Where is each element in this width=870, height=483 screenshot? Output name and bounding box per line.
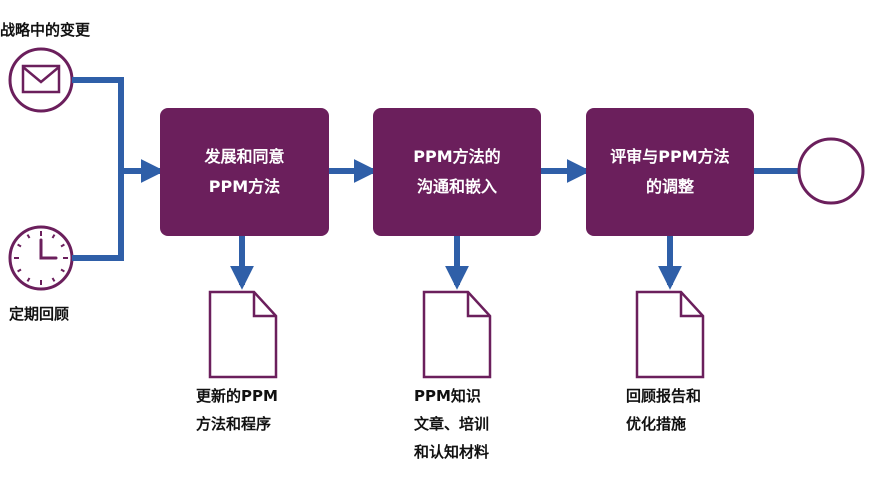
step-2-line-1: PPM方法的: [413, 147, 501, 166]
output-2-line-2: 文章、培训: [414, 415, 490, 433]
end-circle-icon: [797, 137, 865, 205]
document-icon: [208, 290, 278, 379]
step-3-line-1: 评审与PPM方法: [610, 147, 730, 166]
output-3-line-1: 回顾报告和: [626, 387, 702, 405]
step-box-communicate-embed: PPM方法的 沟通和嵌入: [373, 108, 541, 236]
trigger-label-strategy-change: 战略中的变更: [0, 21, 91, 39]
output-2-line-3: 和认知材料: [414, 443, 490, 461]
step-box-review-adjust: 评审与PPM方法 的调整: [586, 108, 754, 236]
output-label-knowledge-materials: PPM知识 文章、培训 和认知材料: [414, 382, 489, 466]
step-3-line-2: 的调整: [645, 177, 694, 196]
trigger-connector: [72, 77, 165, 261]
step-1-line-1: 发展和同意: [204, 147, 285, 166]
envelope-icon: [8, 47, 74, 113]
output-label-review-report: 回顾报告和 优化措施: [626, 382, 701, 438]
output-1-line-2: 方法和程序: [196, 415, 272, 433]
document-icon: [422, 290, 492, 379]
step-box-develop-approve: 发展和同意 PPM方法: [160, 108, 329, 236]
clock-icon: [8, 225, 74, 291]
step-2-line-2: 沟通和嵌入: [416, 177, 497, 196]
step-1-line-2: PPM方法: [208, 177, 281, 196]
output-1-line-1: 更新的PPM: [196, 387, 278, 405]
output-2-line-1: PPM知识: [414, 387, 481, 405]
document-icon: [635, 290, 705, 379]
trigger-label-periodic-review: 定期回顾: [9, 305, 70, 323]
output-3-line-2: 优化措施: [626, 415, 687, 433]
output-label-updated-methods: 更新的PPM 方法和程序: [196, 382, 278, 438]
